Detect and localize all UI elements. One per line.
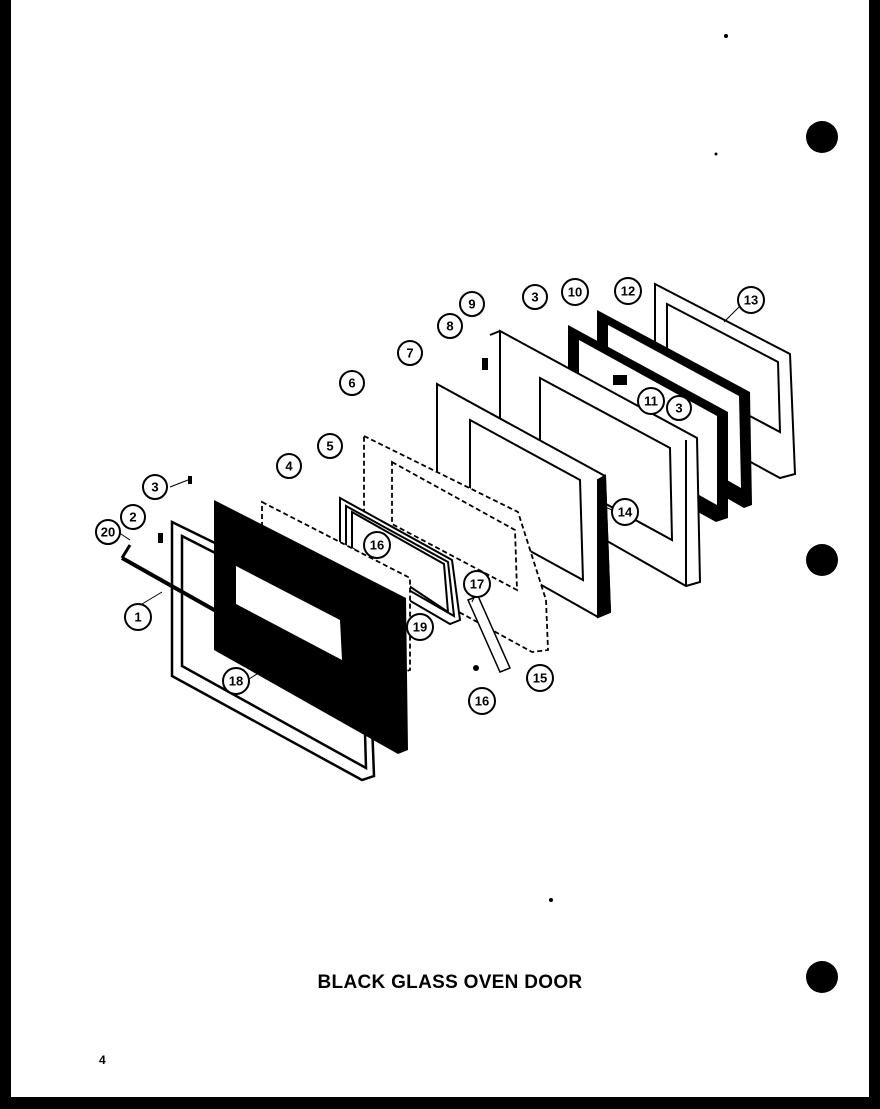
callout-3-left: 3 (142, 474, 168, 500)
svg-text:10: 10 (568, 285, 582, 300)
binder-hole-top (806, 121, 838, 153)
callout-9: 9 (459, 291, 485, 317)
callout-20: 20 (95, 519, 121, 545)
callout-16-lower: 16 (468, 687, 496, 715)
svg-text:11: 11 (644, 394, 658, 409)
svg-text:7: 7 (406, 346, 413, 361)
callout-19: 19 (406, 613, 434, 641)
svg-text:18: 18 (229, 674, 243, 689)
callout-11: 11 (637, 387, 665, 415)
part-18-outer-trim-frame (170, 519, 376, 782)
binder-hole-middle (806, 544, 838, 576)
part-6-inner-panel (436, 382, 612, 619)
part-1-handle (120, 544, 233, 622)
svg-text:12: 12 (621, 284, 635, 299)
callout-5: 5 (317, 433, 343, 459)
callout-4: 4 (276, 453, 302, 479)
svg-text:15: 15 (533, 671, 547, 686)
svg-text:6: 6 (348, 376, 355, 391)
svg-text:20: 20 (101, 525, 115, 540)
callout-12: 12 (614, 277, 642, 305)
callout-2: 2 (120, 504, 146, 530)
callout-13: 13 (737, 286, 765, 314)
page-title: BLACK GLASS OVEN DOOR (317, 972, 583, 993)
small-hardware (158, 34, 728, 902)
callout-18: 18 (222, 667, 250, 695)
callout-7: 7 (397, 340, 423, 366)
callout-10: 10 (561, 278, 589, 306)
svg-text:1: 1 (134, 610, 141, 625)
callout-8: 8 (437, 313, 463, 339)
callout-6: 6 (339, 370, 365, 396)
svg-text:3: 3 (151, 480, 158, 495)
svg-text:13: 13 (744, 293, 758, 308)
svg-text:17: 17 (470, 577, 484, 592)
svg-text:14: 14 (618, 505, 633, 520)
callout-17: 17 (463, 570, 491, 598)
binder-hole-bottom (806, 961, 838, 993)
svg-text:16: 16 (475, 694, 489, 709)
callout-3-right: 3 (666, 395, 692, 421)
svg-text:5: 5 (326, 439, 333, 454)
svg-text:8: 8 (446, 319, 453, 334)
part-19-black-glass (214, 500, 408, 754)
svg-text:4: 4 (285, 459, 293, 474)
svg-text:2: 2 (129, 510, 136, 525)
svg-text:19: 19 (413, 620, 427, 635)
callout-16-upper: 16 (363, 531, 391, 559)
callout-1: 1 (124, 603, 152, 631)
callout-3-top: 3 (522, 284, 548, 310)
page-number: 4 (99, 1053, 106, 1067)
svg-text:9: 9 (468, 297, 475, 312)
svg-text:16: 16 (370, 538, 384, 553)
callout-14: 14 (611, 498, 639, 526)
svg-text:3: 3 (675, 401, 682, 416)
svg-text:3: 3 (531, 290, 538, 305)
callout-15: 15 (526, 664, 554, 692)
